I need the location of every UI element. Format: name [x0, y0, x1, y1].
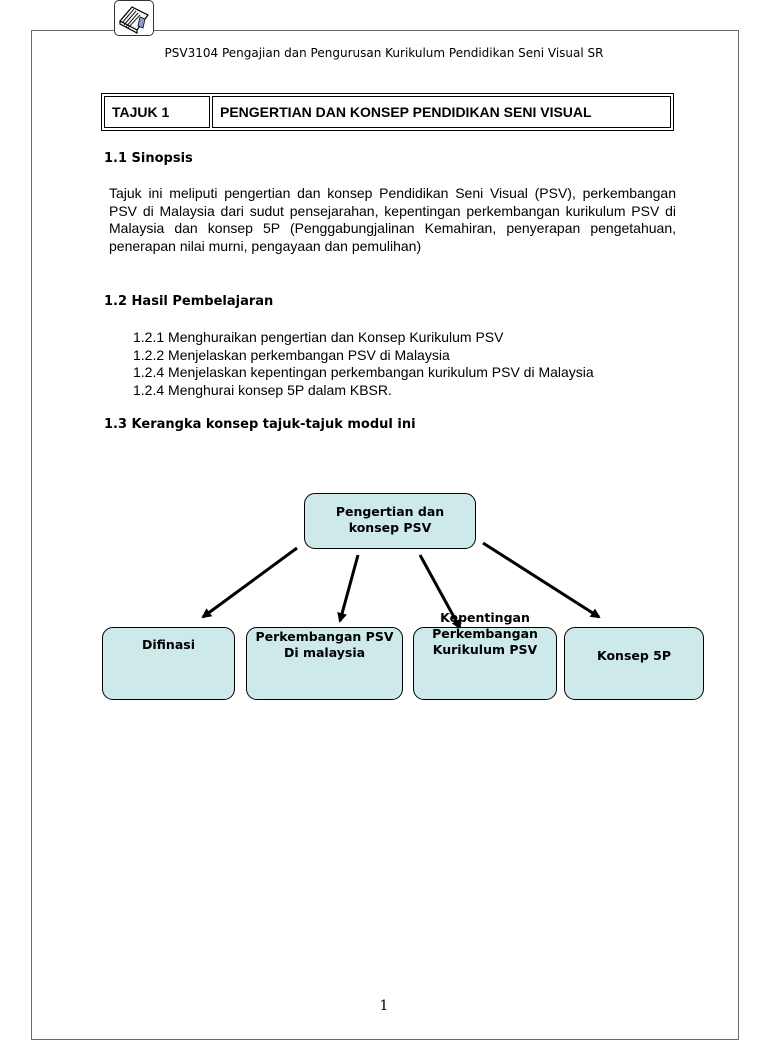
kerangka-heading: 1.3 Kerangka konsep tajuk-tajuk modul in… — [104, 417, 416, 432]
topic-title: PENGERTIAN DAN KONSEP PENDIDIKAN SENI VI… — [212, 96, 671, 128]
node-difinasi-label: Difinasi — [142, 637, 195, 652]
root-line-2: konsep PSV — [348, 520, 432, 535]
connector-arrow-difinasi — [201, 546, 298, 619]
list-item: 1.2.2 Menjelaskan perkembangan PSV di Ma… — [133, 346, 450, 363]
node-konsep5p-label: Konsep 5P — [596, 648, 672, 663]
root-line-1: Pengertian dan — [335, 504, 445, 519]
connector-arrow-kepentingan — [418, 554, 462, 630]
book-logo-icon — [114, 0, 154, 36]
diagram-node-difinasi: Difinasi — [102, 627, 235, 700]
diagram-node-konsep5p: Konsep 5P — [564, 627, 704, 700]
node-kepentingan-line-1: Kepentingan — [440, 610, 530, 625]
running-header: PSV3104 Pengajian dan Pengurusan Kurikul… — [164, 46, 604, 60]
diagram-node-perkembangan: Perkembangan PSV Di malaysia — [246, 627, 403, 700]
sinopsis-heading: 1.1 Sinopsis — [104, 151, 193, 166]
node-kepentingan-line-2: Perkembangan — [432, 626, 538, 641]
node-perkembangan-line-2: Di malaysia — [283, 645, 366, 660]
page-number: 1 — [379, 998, 389, 1014]
node-perkembangan-line-1: Perkembangan PSV — [255, 629, 394, 644]
diagram-node-kepentingan — [413, 627, 557, 700]
diagram-root-node: Pengertian dan konsep PSV — [304, 493, 476, 549]
list-item: 1.2.4 Menjelaskan kepentingan perkembang… — [133, 364, 594, 380]
node-kepentingan-labels: Kepentingan Perkembangan Kurikulum PSV — [413, 610, 557, 658]
learning-outcomes-list: 1.2.1 Menghuraikan pengertian dan Konsep… — [133, 329, 594, 399]
list-item: 1.2.4 Menghurai konsep 5P dalam KBSR. — [133, 381, 392, 398]
topic-label: TAJUK 1 — [104, 96, 210, 128]
list-item: 1.2.1 Menghuraikan pengertian dan Konsep… — [133, 329, 504, 345]
connector-arrow-konsep5p — [482, 541, 601, 619]
sinopsis-text: Tajuk ini meliputi pengertian dan konsep… — [109, 185, 676, 254]
title-table: TAJUK 1 PENGERTIAN DAN KONSEP PENDIDIKAN… — [101, 93, 674, 131]
connector-arrow-perkembangan — [337, 554, 360, 623]
node-kepentingan-line-3: Kurikulum PSV — [432, 642, 538, 657]
hasil-heading: 1.2 Hasil Pembelajaran — [104, 294, 274, 309]
